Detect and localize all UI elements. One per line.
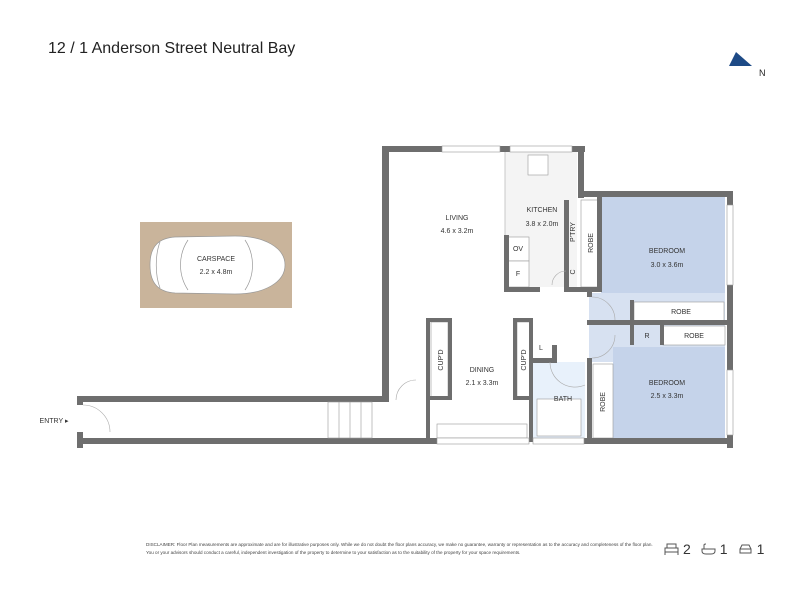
carspace-size: 2.2 x 4.8m [200,269,233,276]
bedroom-1-floor [601,196,725,300]
bed-icon [664,543,679,555]
cupd-label-1: CUP'D [438,349,445,370]
disclaimer-text: DISCLAIMER: Floor Plan measurements are … [146,542,653,555]
dining-size: 2.1 x 3.3m [466,380,499,387]
carspace-count: 1 [756,541,765,557]
living-label: LIVING [446,215,469,222]
r-label: R [644,333,649,340]
robe-label-2: ROBE [671,309,691,316]
fridge-label: F [516,271,520,278]
bedroom-1-size: 3.0 x 3.6m [651,262,684,269]
stairs [327,401,373,439]
pantry-label: P'TRY [570,222,577,242]
kitchen-label: KITCHEN [527,207,558,214]
north-label: N [759,68,766,78]
living-size: 4.6 x 3.2m [441,228,474,235]
bedroom-2-label: BEDROOM [649,380,685,387]
bedroom-2-floor [613,347,725,440]
bedroom-1-label: BEDROOM [649,248,685,255]
dining-label: DINING [470,367,495,374]
linen-label: L [539,345,543,352]
kitchen-size: 3.8 x 2.0m [526,221,559,228]
bedroom-2-size: 2.5 x 3.3m [651,393,684,400]
car-icon [149,235,286,295]
bath-icon [701,543,716,555]
door-swings [82,270,616,433]
bathroom-count: 1 [719,541,728,557]
entry-label: ENTRY ▸ [40,418,69,425]
robe-label-1: ROBE [588,233,595,253]
oven-label: OV [513,246,523,253]
car-icon [739,544,752,554]
bedroom-count: 2 [683,541,691,557]
carspace-label: CARSPACE [197,256,235,263]
cupd-label-2: CUP'D [521,349,528,370]
cupboard-label: C [570,269,577,274]
compass-arrow-icon [729,52,752,66]
walls [77,146,733,448]
robe-label-4: ROBE [600,392,607,412]
page-title: 12 / 1 Anderson Street Neutral Bay [48,40,296,57]
bath-label: BATH [554,396,572,403]
property-stats: 2 1 1 [664,541,770,557]
robe-label-3: ROBE [684,333,704,340]
